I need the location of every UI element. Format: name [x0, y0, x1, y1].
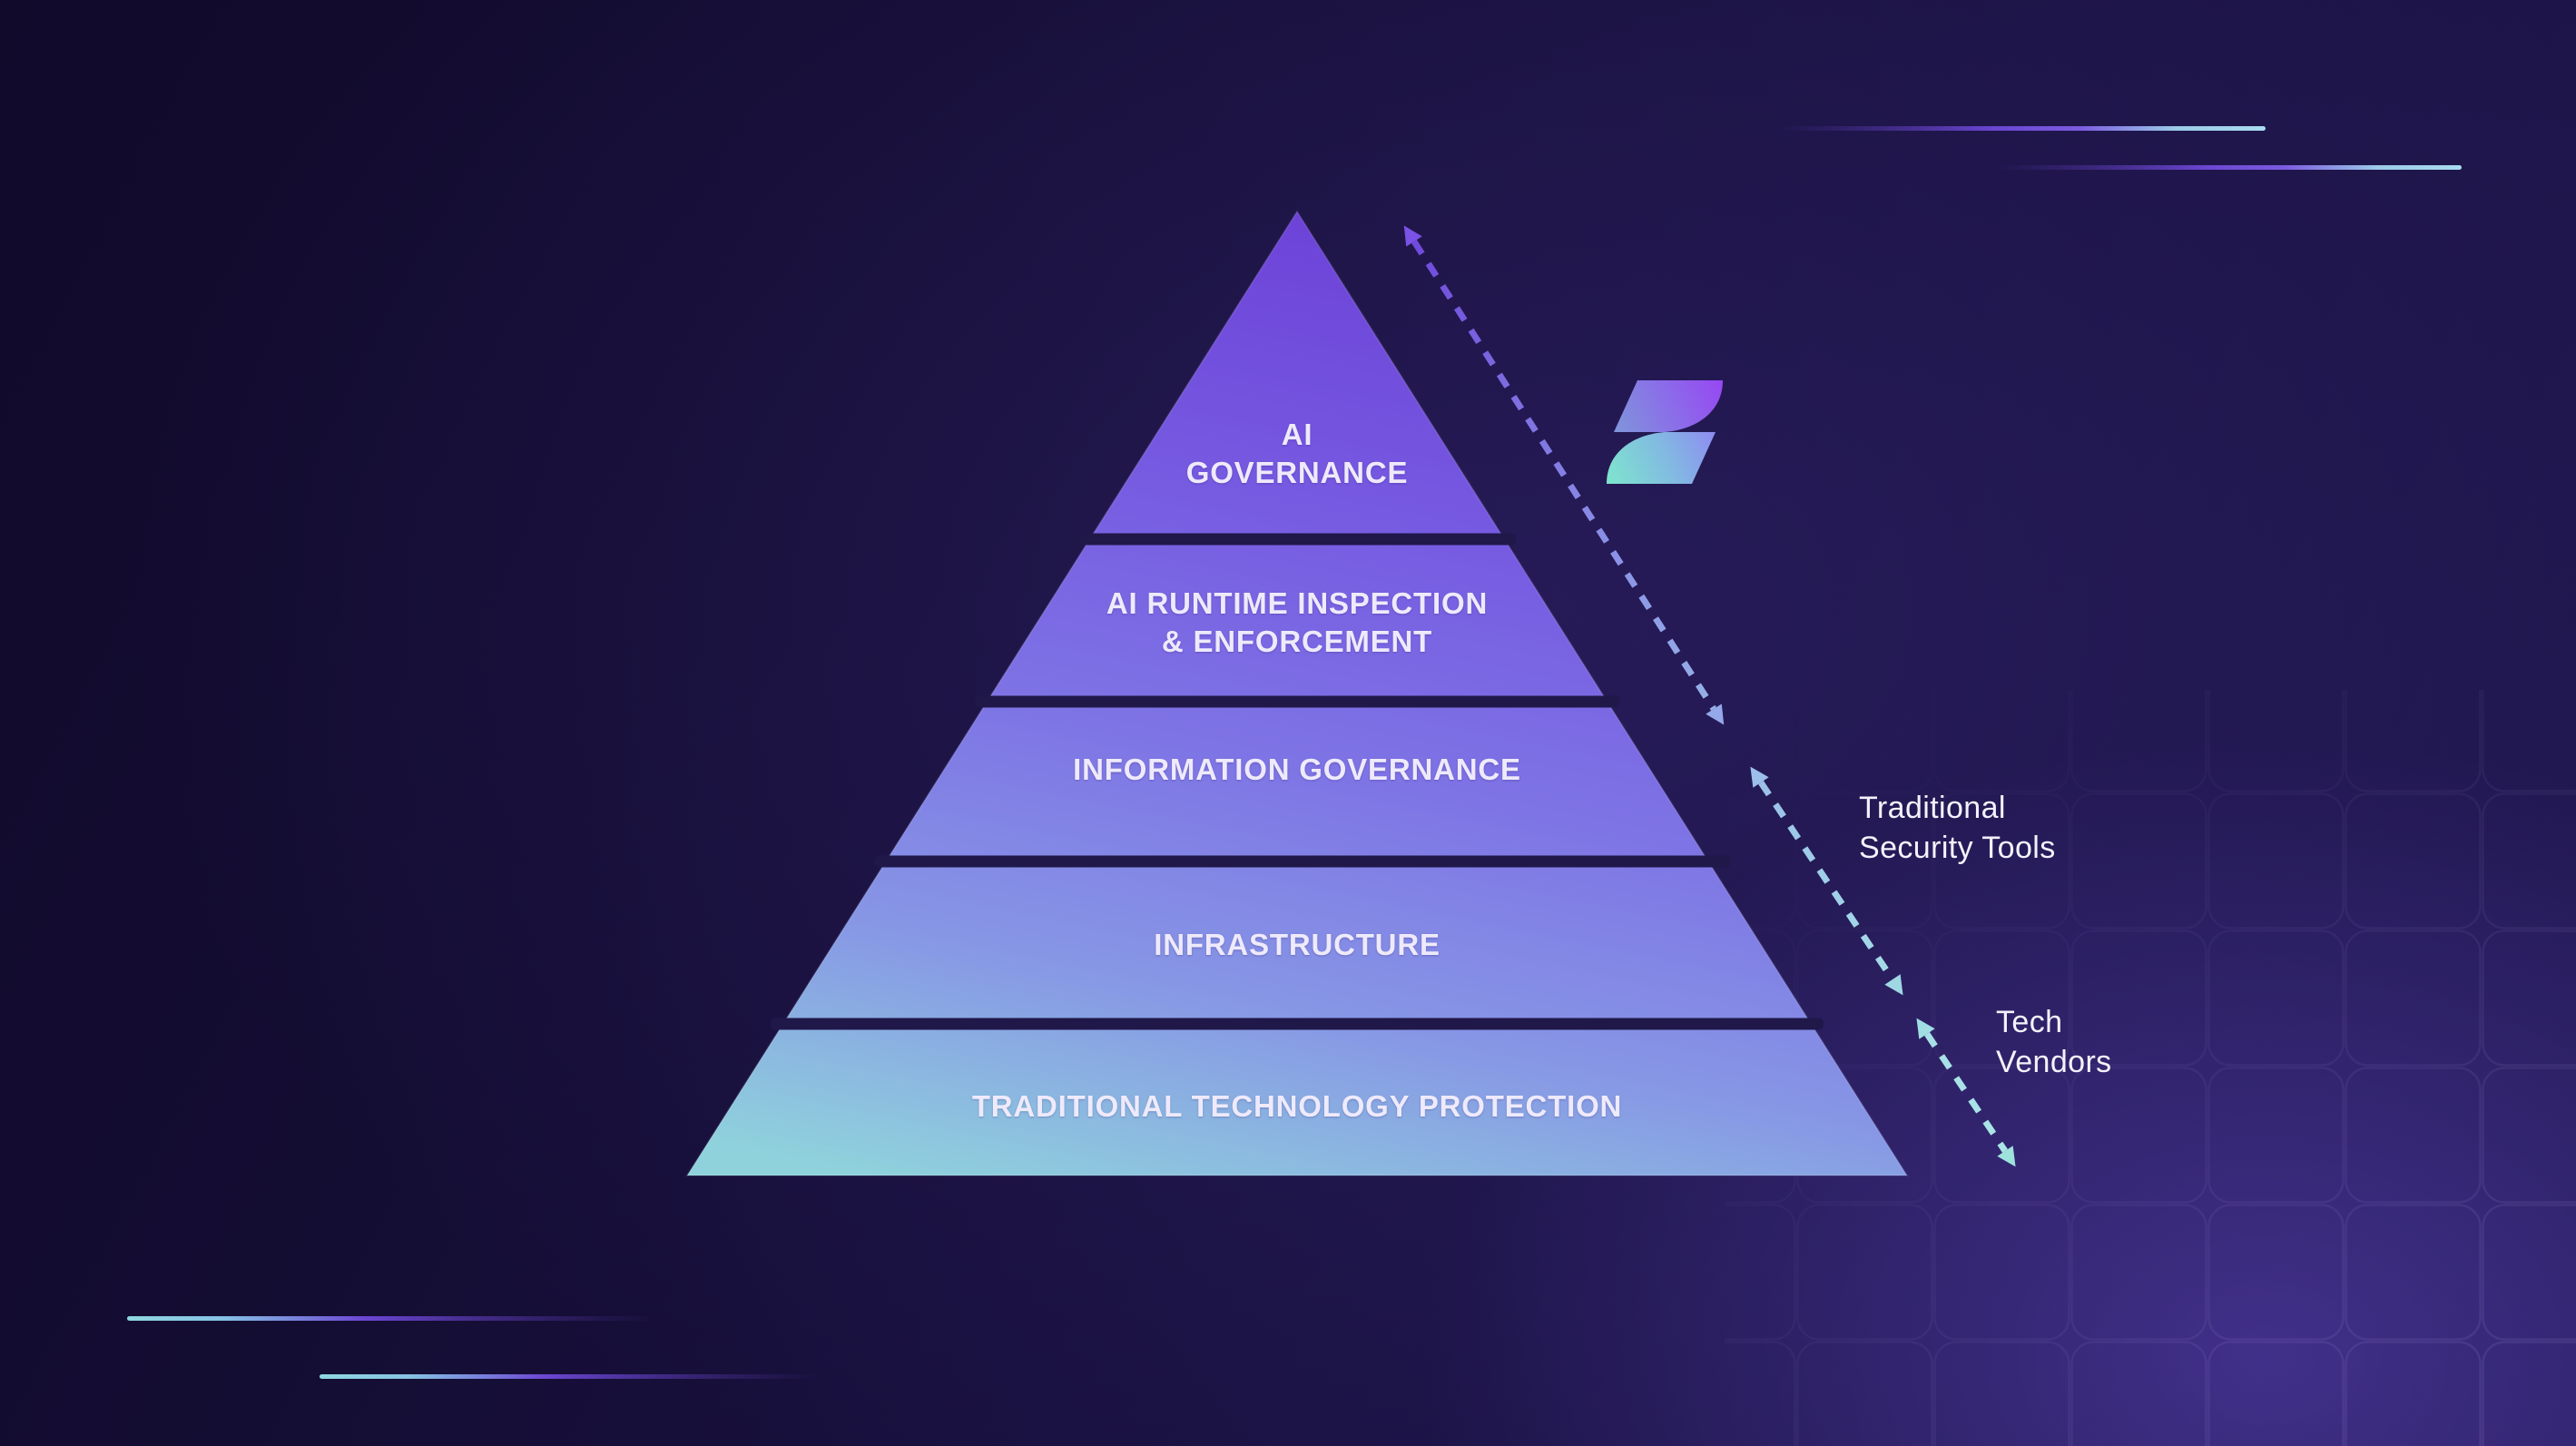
logo-top-leaf [1614, 380, 1723, 432]
level-divider [975, 695, 1619, 708]
dashed-double-headed-arrow [1403, 225, 2016, 1167]
pyramid [685, 210, 1909, 1176]
decorative-streak-bottom-left-2 [320, 1374, 821, 1379]
arrow-segment-tech-vendors [1916, 1018, 2016, 1167]
pyramid-level-4-label: INFRASTRUCTURE [1154, 928, 1440, 961]
pyramid-triangle [685, 210, 1909, 1176]
arrow-segment-full-stack [1403, 225, 1725, 725]
level-divider [874, 855, 1731, 868]
pyramid-level-1-label: AI GOVERNANCE [1185, 418, 1409, 489]
logo-bottom-leaf [1607, 432, 1716, 484]
background-grid [1725, 690, 2576, 1446]
traditional-security-tools-label: Traditional Security Tools [1859, 791, 2056, 865]
brand-z-logo-icon [1607, 380, 1723, 484]
tech-vendors-label: Tech Vendors [1996, 1005, 2112, 1079]
level-divider [771, 1018, 1824, 1030]
decorative-streak-top-right-1 [1775, 126, 2266, 131]
pyramid-level-2-label: AI RUNTIME INSPECTION & ENFORCEMENT [1106, 586, 1489, 658]
pyramid-level-3-label: INFORMATION GOVERNANCE [1073, 753, 1521, 786]
arrow-segment-traditional-security-tools [1750, 766, 1903, 996]
decorative-streak-top-right-2 [1997, 165, 2462, 170]
decorative-streak-bottom-left-1 [127, 1316, 657, 1321]
level-divider [1078, 533, 1516, 546]
pyramid-level-5-label: TRADITIONAL TECHNOLOGY PROTECTION [971, 1089, 1623, 1123]
